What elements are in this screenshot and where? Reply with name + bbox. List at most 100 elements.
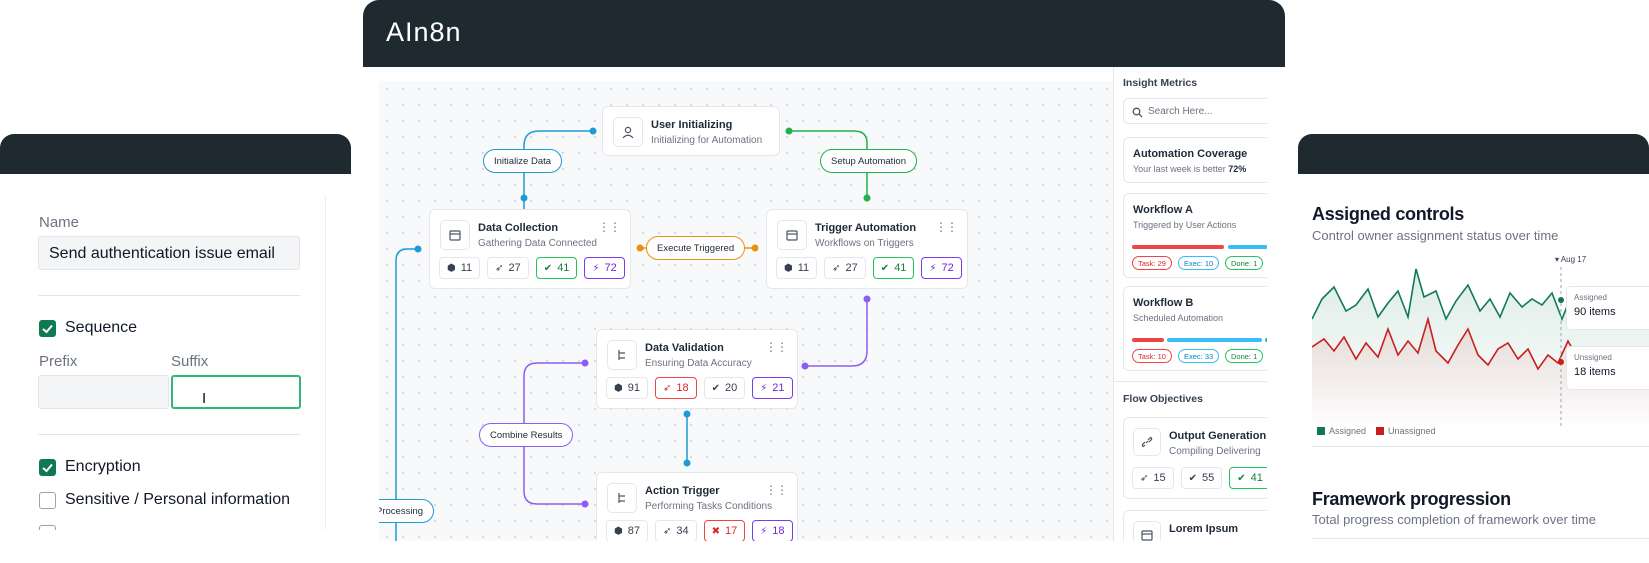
check-circle-icon: ✔ — [711, 382, 721, 394]
workflow-canvas[interactable]: Initialize Data Setup Automation Execute… — [379, 81, 1113, 541]
cube-icon: ⬢ — [614, 382, 623, 394]
node-subtitle: Performing Tasks Conditions — [645, 501, 773, 512]
card-subtitle: Your last week is better 72% — [1133, 164, 1247, 174]
bolt-icon: ⚡ — [929, 262, 937, 274]
stat-rocket: ➶18 — [654, 377, 697, 399]
left-form-card — [0, 174, 351, 530]
sensitive-label: Sensitive / Personal information — [65, 491, 290, 508]
bolt-icon: ⚡ — [760, 382, 768, 394]
assigned-tooltip: Assigned 90 items — [1566, 286, 1649, 330]
name-label: Name — [39, 214, 80, 231]
check-icon — [42, 324, 53, 334]
link-icon — [1133, 428, 1161, 456]
assigned-marker — [1558, 297, 1564, 303]
cube-icon: ⬢ — [614, 525, 623, 537]
rocket-icon: ➶ — [662, 382, 672, 394]
drag-handle-icon[interactable]: ⋮⋮ — [765, 483, 788, 497]
edge-process-line — [395, 248, 418, 541]
task-progress-bar — [1132, 245, 1224, 249]
edge-label-setup-automation[interactable]: Setup Automation — [820, 149, 917, 173]
card-title: Workflow A — [1133, 204, 1193, 216]
panel-search-input[interactable]: Search Here... — [1123, 98, 1267, 124]
assigned-controls-subtitle: Control owner assignment status over tim… — [1312, 228, 1559, 243]
node-title: Data Validation — [645, 342, 724, 354]
suffix-input[interactable] — [171, 375, 301, 409]
node-subtitle: Workflows on Triggers — [815, 238, 914, 249]
branch-icon — [607, 340, 637, 370]
calendar-icon — [1133, 521, 1161, 541]
assigned-controls-chart — [1312, 267, 1649, 429]
node-data-validation[interactable]: Data Validation Ensuring Data Accuracy ⋮… — [596, 329, 798, 409]
unassigned-tooltip: Unssigned 18 items — [1566, 346, 1649, 390]
card-title: Lorem Ipsum — [1169, 523, 1239, 535]
edge-label-initialize-data[interactable]: Initialize Data — [483, 149, 563, 173]
edge-label-combine-results[interactable]: Combine Results — [479, 423, 574, 447]
sequence-label: Sequence — [65, 319, 138, 336]
legend-unassigned-swatch — [1376, 427, 1385, 435]
node-title: Action Trigger — [645, 485, 720, 497]
node-title: Trigger Automation — [815, 222, 917, 234]
name-input[interactable]: Send authentication issue email — [38, 236, 300, 270]
user-icon — [613, 117, 643, 147]
bolt-icon: ⚡ — [760, 525, 768, 537]
bolt-icon: ⚡ — [592, 262, 600, 274]
prefix-input[interactable] — [38, 375, 169, 409]
node-trigger-automation[interactable]: Trigger Automation Workflows on Triggers… — [766, 209, 968, 289]
card-subtitle: Compiling Delivering — [1169, 446, 1261, 457]
edge-label-act-processing[interactable]: ct Processing — [379, 499, 435, 523]
section-divider — [1312, 538, 1649, 539]
done-chip: Done: 1 — [1225, 349, 1264, 363]
output-generation-card[interactable]: Output Generation Compiling Delivering ➶… — [1123, 417, 1267, 499]
drag-handle-icon[interactable]: ⋮⋮ — [598, 220, 621, 234]
drag-handle-icon[interactable]: ⋮⋮ — [935, 220, 958, 234]
right-chart-card: Assigned controls Control owner assignme… — [1298, 174, 1649, 543]
insight-metrics-title: Insight Metrics — [1123, 77, 1198, 89]
encryption-label: Encryption — [65, 458, 141, 475]
unassigned-marker — [1558, 359, 1564, 365]
check-icon — [42, 463, 53, 473]
rocket-icon: ➶ — [662, 525, 672, 537]
form-divider — [38, 295, 300, 296]
legend-unassigned: Unassigned — [1388, 426, 1436, 436]
rocket-icon: ➶ — [1140, 472, 1149, 484]
left-card-divider — [325, 196, 326, 530]
search-icon — [1132, 107, 1143, 118]
sequence-checkbox[interactable] — [39, 320, 56, 337]
legend-assigned: Assigned — [1329, 426, 1367, 436]
stat-rocket: ➶34 — [654, 520, 697, 541]
stat-check: ✔41 — [535, 257, 578, 279]
automation-coverage-card[interactable]: Automation Coverage Your last week is be… — [1123, 137, 1267, 183]
workflow-b-card[interactable]: Workflow B Scheduled Automation Task: 10… — [1123, 286, 1267, 371]
app-header — [363, 0, 1285, 67]
node-user-initializing[interactable]: User Initializing Initializing for Autom… — [602, 106, 780, 156]
framework-progression-title: Framework progression — [1312, 489, 1511, 509]
sensitive-checkbox[interactable] — [39, 492, 56, 509]
calendar-icon — [440, 220, 470, 250]
task-chip: Task: 29 — [1132, 256, 1172, 270]
stat-bolt: ⚡72 — [921, 257, 962, 279]
stat-cube: ⬢11 — [776, 257, 818, 279]
suffix-label: Suffix — [171, 353, 209, 370]
exec-chip: Exec: 10 — [1178, 256, 1220, 270]
edge-label-execute-triggered[interactable]: Execute Triggered — [646, 236, 746, 260]
drag-handle-icon[interactable]: ⋮⋮ — [765, 340, 788, 354]
lorem-ipsum-card[interactable]: Lorem Ipsum — [1123, 510, 1267, 541]
calendar-icon — [777, 220, 807, 250]
brand-logo: AIn8n — [386, 17, 462, 47]
stat-bolt: ⚡72 — [584, 257, 625, 279]
flow-objectives-title: Flow Objectives — [1123, 393, 1203, 405]
node-action-trigger[interactable]: Action Trigger Performing Tasks Conditio… — [596, 472, 798, 541]
exec-chip: Exec: 33 — [1178, 349, 1220, 363]
workflow-a-card[interactable]: Workflow A Triggered by User Actions Tas… — [1123, 193, 1267, 278]
partial-checkbox[interactable] — [39, 525, 56, 530]
branch-icon — [607, 483, 637, 513]
encryption-checkbox[interactable] — [39, 459, 56, 476]
node-title: User Initializing — [651, 119, 733, 131]
section-divider — [1312, 446, 1649, 447]
node-data-collection[interactable]: Data Collection Gathering Data Connected… — [429, 209, 631, 289]
text-cursor-icon: Ι — [202, 390, 207, 407]
card-title: Automation Coverage — [1133, 148, 1248, 160]
stat-rocket: ➶15 — [1132, 467, 1174, 489]
stat-rocket: ➶27 — [824, 257, 866, 279]
exec-progress-bar — [1228, 245, 1267, 249]
